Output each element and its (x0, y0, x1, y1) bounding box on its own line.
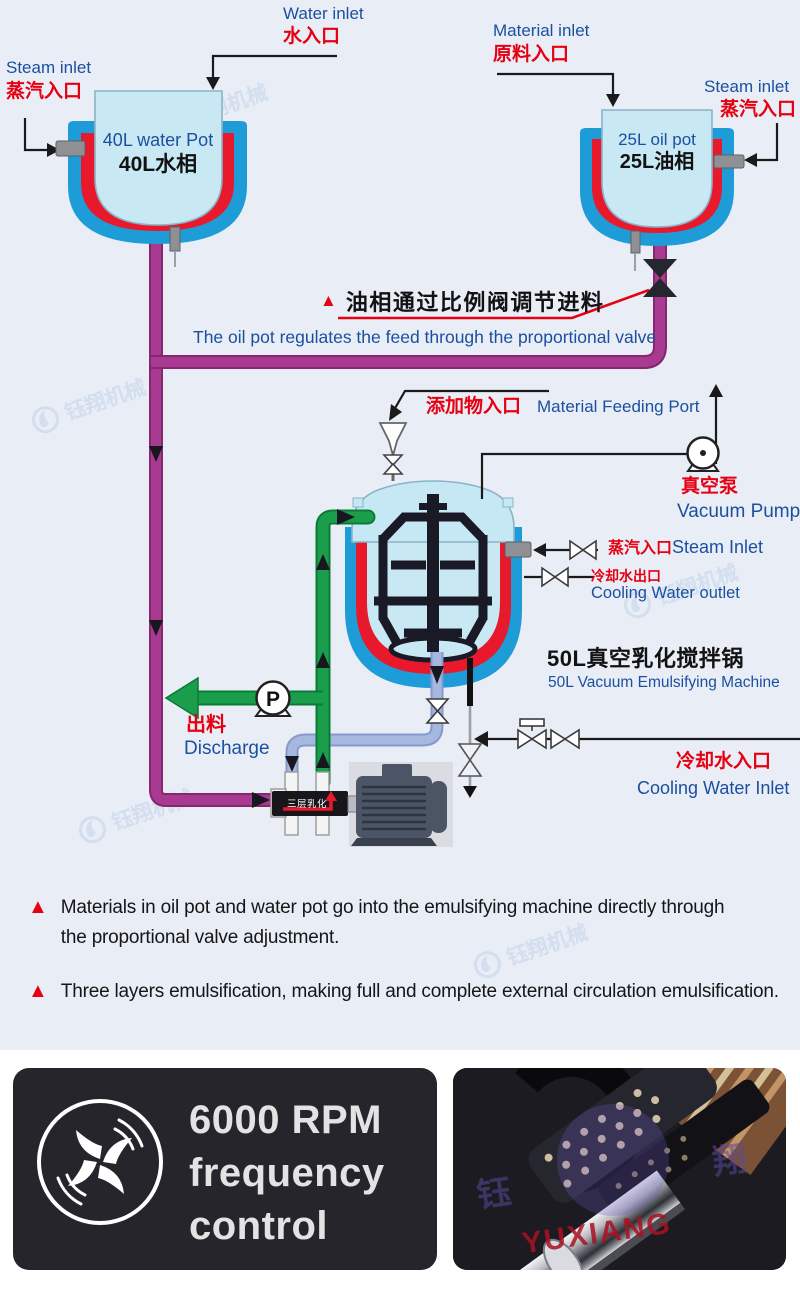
note-pointer-line (338, 288, 650, 320)
cooling-outlet-label-zh: 冷却水出口 (591, 568, 661, 584)
periwinkle-pipe (285, 652, 444, 780)
cooling-inlet-label-en: Cooling Water Inlet (637, 778, 790, 798)
steam-inlet-right-label-zh: 蒸汽入口 (720, 99, 797, 120)
watermark-circle (557, 1104, 669, 1216)
green-pipe (164, 509, 376, 790)
oil-pot (580, 109, 745, 271)
discharge-label-zh: 出料 (186, 714, 226, 736)
pump-letter: P (266, 688, 280, 711)
dome-lug (352, 497, 364, 508)
water-inlet-label-zh: 水入口 (283, 26, 341, 47)
steam-nozzle (713, 154, 745, 169)
bullet-note-2-text: Three layers emulsification, making full… (61, 977, 779, 1007)
bullet-note-1-text: Materials in oil pot and water pot go in… (61, 893, 725, 953)
steam-inlet-left-label-en: Steam inlet (6, 58, 92, 77)
piping-diagram-svg: 三层乳化 (23, 54, 800, 847)
steam-nozzle (504, 541, 532, 558)
emulsifier-head-label: 三层乳化 (287, 798, 327, 810)
cooling-inlet-label-zh: 冷却水入口 (676, 751, 772, 772)
vacuum-pump-label-zh: 真空泵 (681, 476, 739, 497)
discharge-arrow (164, 676, 199, 720)
bullet-2-line-1: Three layers emulsification, making full… (60, 981, 779, 1002)
cooling-outlet-label-en: Cooling Water outlet (591, 584, 740, 602)
steam-nozzle (55, 140, 86, 157)
discharge-label-en: Discharge (184, 738, 270, 759)
rpm-card-text: 6000 RPM frequency control (189, 1094, 385, 1253)
water-inlet-label-en: Water inlet (283, 4, 364, 23)
emulsifier-head-assembly: 三层乳化 (270, 762, 453, 847)
steam-inlet-mid-label-en: Steam Inlet (672, 537, 764, 557)
rotor-shaft (470, 1068, 770, 1270)
rpm-line-3: control (189, 1204, 329, 1248)
drain-plug (169, 226, 181, 252)
rpm-feature-card: 6000 RPM frequency control (13, 1068, 437, 1270)
proportional-valve (643, 259, 677, 297)
bullet-1-line-2: the proportional valve adjustment. (60, 927, 340, 948)
motor (351, 764, 447, 846)
purple-pipe (149, 218, 667, 807)
bullet-note-2: ▲ Three layers emulsification, making fu… (28, 977, 779, 1007)
discharge-pump-graphic: P (254, 680, 292, 717)
triangle-marker-icon: ▲ (28, 980, 48, 1002)
proportional-note-en: The oil pot regulates the feed through t… (193, 327, 657, 347)
fan-icon (37, 1099, 163, 1225)
valves (425, 539, 597, 777)
photo-watermark-zh-left: 钰 (475, 1173, 514, 1215)
photo-watermark-zh-right: 翔 (710, 1140, 749, 1182)
bullet-1-line-1: Materials in oil pot and water pot go in… (60, 897, 725, 918)
water-pot (55, 90, 247, 267)
utility-lines (23, 54, 800, 741)
material-inlet-label-en: Material inlet (493, 21, 590, 40)
flow-arrows (149, 446, 444, 808)
proportional-note: ▲ 油相通过比例阀调节进料 (320, 285, 604, 317)
dome-lug (502, 497, 514, 508)
proportional-note-zh: 油相通过比例阀调节进料 (345, 290, 605, 315)
oil-pot-label-en: 25L oil pot (618, 130, 696, 149)
machine-label-en: 50L Vacuum Emulsifying Machine (548, 674, 780, 691)
steam-inlet-left-label-zh: 蒸汽入口 (6, 81, 83, 102)
material-inlet-label-zh: 原料入口 (493, 44, 570, 65)
vacuum-pump-graphic (686, 436, 720, 472)
material-feeding-label-en: Material Feeding Port (537, 397, 700, 416)
agitator (374, 494, 492, 663)
vacuum-pump-label-en: Vacuum Pump (677, 501, 800, 522)
machine-photo-card: 钰 翔 YUXIANG (453, 1068, 786, 1270)
machine-photo: 钰 翔 YUXIANG (453, 1068, 786, 1270)
water-pot-label-zh: 40L水相 (118, 153, 198, 176)
triangle-marker-icon: ▲ (28, 896, 48, 918)
machine-label-zh: 50L真空乳化搅拌锅 (547, 646, 744, 671)
water-pot-label-en: 40L water Pot (102, 130, 214, 150)
process-diagram: 钰翔机械 钰翔机械 钰翔机械 钰翔机械 钰翔机械 钰翔机械 (0, 0, 800, 1050)
oil-pot-label-zh: 25L油相 (619, 151, 695, 173)
steam-inlet-right-label-en: Steam inlet (704, 77, 790, 96)
material-feeding-label-zh: 添加物入口 (426, 396, 522, 417)
vacuum-arrow (709, 384, 723, 397)
utility-arrows (47, 77, 757, 747)
rpm-line-1: 6000 RPM (189, 1098, 382, 1142)
feeding-funnel (378, 422, 408, 481)
drain-plug (630, 230, 641, 254)
rpm-line-2: frequency (189, 1151, 385, 1195)
triangle-marker-icon: ▲ (320, 291, 337, 310)
bullet-note-1: ▲ Materials in oil pot and water pot go … (28, 893, 725, 953)
steam-inlet-mid-label-zh: 蒸汽入口 (608, 540, 673, 557)
